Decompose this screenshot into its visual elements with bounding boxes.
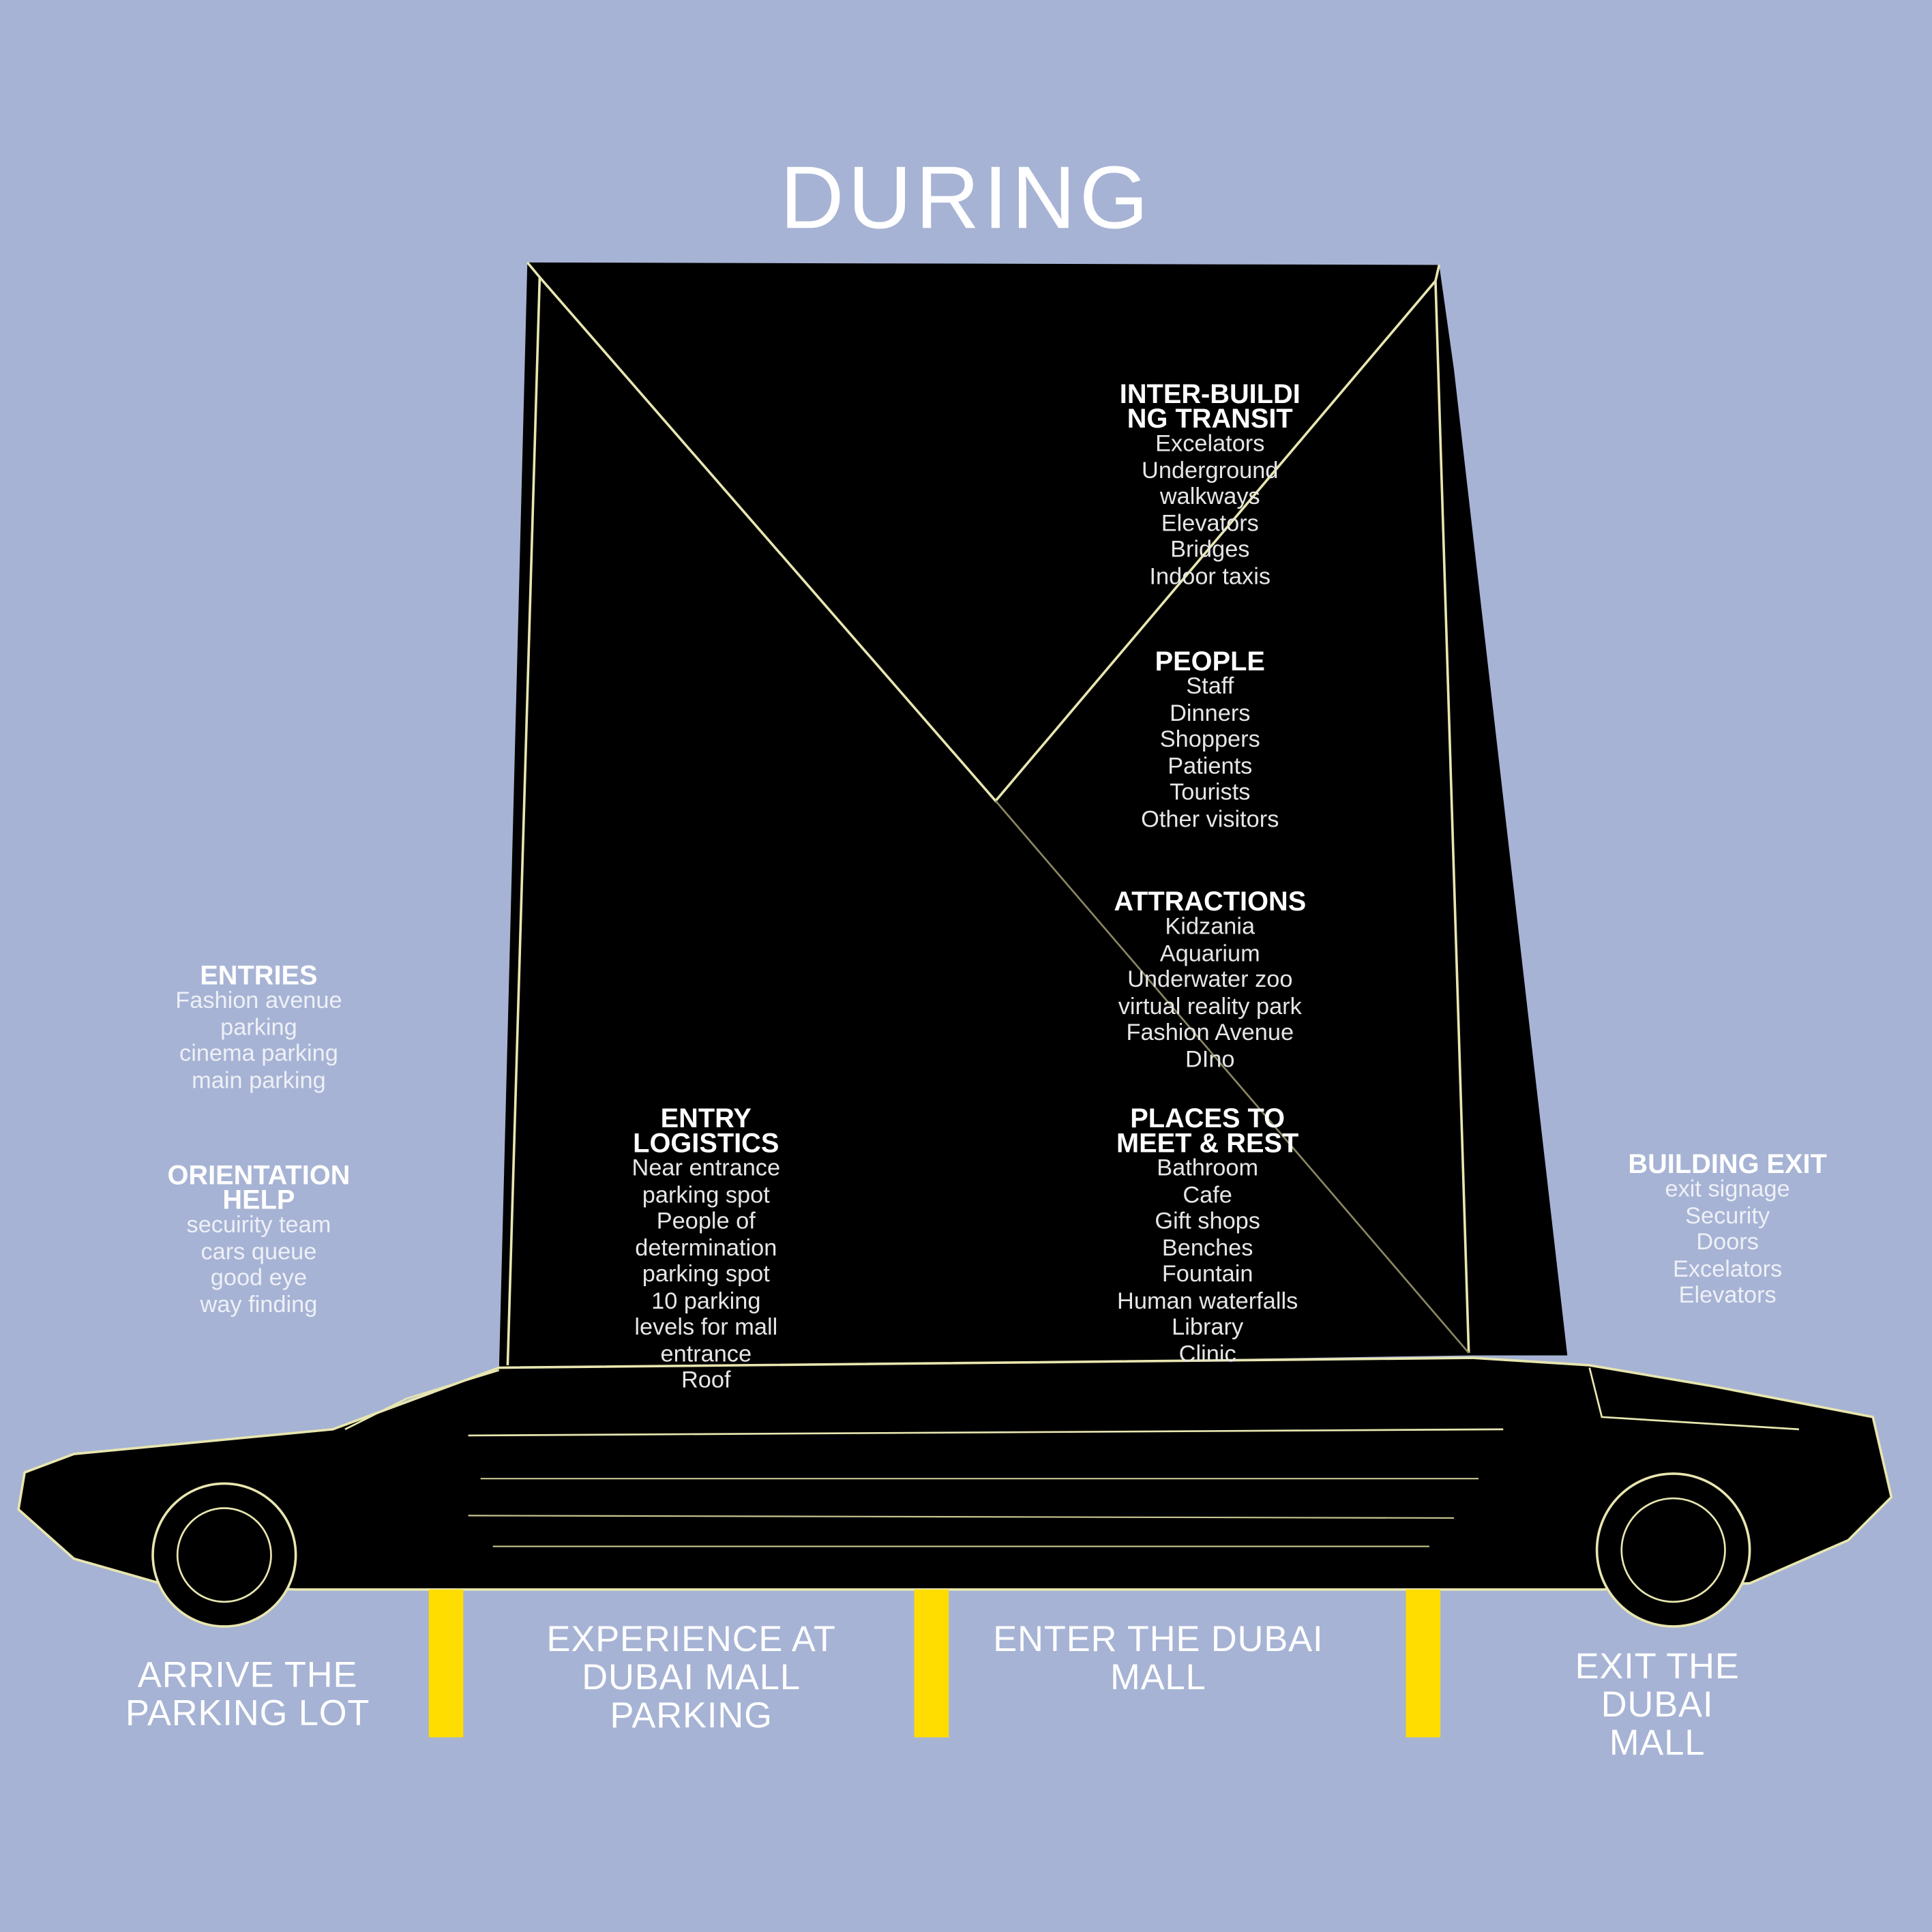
entries-block: ENTRIES Fashion avenue parking cinema pa… <box>175 960 342 1095</box>
list-item: Excelators <box>1672 1256 1783 1282</box>
front-wheel <box>151 1482 297 1628</box>
people-heading: PEOPLE <box>1155 645 1265 677</box>
list-item: main parking <box>192 1067 326 1094</box>
list-item: Elevators <box>1678 1282 1777 1309</box>
transit-heading: INTER-BUILDI NG TRANSIT <box>1119 378 1301 434</box>
list-item: Fashion Avenue <box>1126 1020 1294 1046</box>
list-item: determination <box>635 1235 777 1262</box>
people-block: PEOPLE Staff Dinners Shoppers Patients T… <box>1141 645 1279 833</box>
list-item: parking <box>220 1014 297 1041</box>
rear-wheel <box>1595 1472 1751 1628</box>
list-item: Indoor taxis <box>1149 563 1271 590</box>
stage-divider <box>1406 1589 1441 1738</box>
stage-label-parking-experience: EXPERIENCE AT DUBAI MALL PARKING <box>546 1620 836 1736</box>
list-item: Fashion avenue <box>175 988 342 1014</box>
list-item: Gift shops <box>1155 1208 1260 1235</box>
stage-label-exit-mall: EXIT THE DUBAI MALL <box>1575 1647 1740 1764</box>
building-exit-block: BUILDING EXIT exit signage Security Door… <box>1628 1148 1827 1309</box>
list-item: Doors <box>1696 1230 1759 1256</box>
orientation-heading: ORIENTATION HELP <box>167 1159 351 1215</box>
stage-divider <box>428 1589 464 1738</box>
list-item: Kidzania <box>1165 914 1255 940</box>
stage-label-arrive: ARRIVE THE PARKING LOT <box>125 1656 370 1734</box>
entries-heading: ENTRIES <box>200 960 318 991</box>
list-item: parking spot <box>642 1262 770 1288</box>
list-item: Security <box>1685 1203 1770 1230</box>
list-item: Library <box>1172 1314 1244 1341</box>
list-item: Cafe <box>1183 1182 1232 1208</box>
list-item: Aquarium <box>1159 940 1260 967</box>
list-item: Staff <box>1186 674 1234 700</box>
attractions-block: ATTRACTIONS Kidzania Aquarium Underwater… <box>1114 886 1307 1073</box>
places-heading: PLACES TO MEET & REST <box>1116 1103 1299 1159</box>
list-item: Fountain <box>1161 1262 1253 1288</box>
list-item: entrance <box>660 1341 752 1367</box>
places-block: PLACES TO MEET & REST Bathroom Cafe Gift… <box>1116 1103 1299 1368</box>
list-item: Roof <box>681 1367 731 1394</box>
list-item: Human waterfalls <box>1117 1288 1298 1314</box>
list-item: People of <box>656 1208 756 1235</box>
list-item: Benches <box>1161 1235 1253 1262</box>
list-item: Shoppers <box>1159 727 1260 753</box>
transit-block: INTER-BUILDI NG TRANSIT Excelators Under… <box>1119 378 1301 590</box>
list-item: Other visitors <box>1141 806 1279 833</box>
page-title: DURING <box>779 149 1153 248</box>
attractions-heading: ATTRACTIONS <box>1114 886 1307 917</box>
list-item: Bathroom <box>1157 1155 1259 1182</box>
entry-logistics-heading: ENTRY LOGISTICS <box>633 1103 779 1159</box>
list-item: Underground <box>1142 458 1279 484</box>
list-item: Elevators <box>1161 510 1259 537</box>
list-item: Tourists <box>1170 779 1251 806</box>
list-item: levels for mall <box>634 1314 778 1341</box>
list-item: Clinic <box>1178 1341 1236 1367</box>
stage-divider <box>914 1589 949 1738</box>
building-shape <box>499 261 1568 1371</box>
list-item: way finding <box>200 1292 318 1318</box>
list-item: Near entrance <box>631 1155 781 1182</box>
list-item: secuirity team <box>186 1212 331 1238</box>
entry-logistics-block: ENTRY LOGISTICS Near entrance parking sp… <box>631 1103 781 1395</box>
list-item: Dinners <box>1170 700 1251 727</box>
list-item: 10 parking <box>651 1288 761 1314</box>
list-item: Excelators <box>1155 431 1265 458</box>
list-item: Underwater zoo <box>1127 967 1293 994</box>
list-item: virtual reality park <box>1118 994 1302 1020</box>
list-item: DIno <box>1185 1046 1235 1073</box>
orientation-block: ORIENTATION HELP secuirity team cars que… <box>167 1159 351 1319</box>
building-exit-heading: BUILDING EXIT <box>1628 1148 1827 1180</box>
list-item: walkways <box>1159 484 1260 511</box>
stage-label-enter-mall: ENTER THE DUBAI MALL <box>993 1620 1324 1698</box>
list-item: good eye <box>210 1265 308 1292</box>
list-item: Bridges <box>1170 537 1250 563</box>
car-shape <box>17 1356 1893 1628</box>
list-item: parking spot <box>642 1182 770 1208</box>
list-item: cinema parking <box>179 1041 338 1067</box>
list-item: exit signage <box>1665 1176 1790 1203</box>
list-item: cars queue <box>200 1238 317 1265</box>
list-item: Patients <box>1168 753 1253 779</box>
